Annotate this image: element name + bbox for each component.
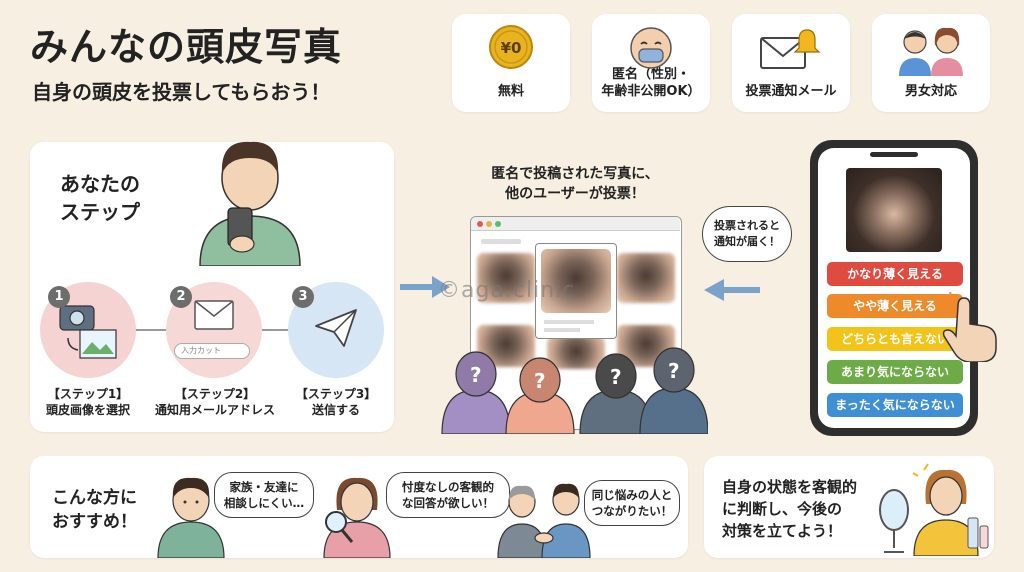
step-3-number: 3 [292, 286, 314, 308]
feature-card-free: ¥0 無料 [452, 14, 570, 112]
vote-option-somewhat-thin[interactable]: やや薄く見える [827, 294, 963, 318]
person-with-phone-illustration [199, 141, 301, 266]
selected-photo-card[interactable] [535, 243, 617, 339]
feature-label-gender: 男女対応 [904, 84, 957, 99]
worried-man-illustration [157, 477, 225, 558]
browser-titlebar [471, 217, 680, 231]
feature-card-anonymous: 匿名（性別・ 年齢非公開OK） [592, 14, 710, 112]
page-subtitle: 自身の頭皮を投票してもらおう！ [32, 80, 331, 104]
watermark-text: ©aga.clinic [438, 278, 576, 303]
step-1-number: 1 [48, 286, 70, 308]
placeholder-bar [481, 239, 521, 244]
speech-bubble-family: 家族・友達に 相談しにくい… [214, 472, 314, 518]
notify-speech-bubble: 投票されると 通知が届く！ [702, 206, 792, 262]
scalp-photo [846, 168, 942, 252]
closing-panel: 自身の状態を客観的 に判断し、今後の 対策を立てよう！ [704, 456, 994, 558]
camera-photo-icon [59, 305, 117, 359]
step-3-label: 【ステップ3】 送信する [295, 387, 377, 417]
email-input-mock[interactable]: 入力カット [174, 343, 250, 359]
scalp-thumb-3[interactable] [617, 253, 675, 303]
vote-option-not-at-all[interactable]: まったく気にならない [827, 393, 963, 417]
recommend-panel: こんな方に おすすめ！ 家族・友達に 相談しにくい… 忖度なしの客観的 な回答が… [30, 456, 688, 558]
man-woman-icon [899, 27, 963, 76]
placeholder-bar [544, 320, 594, 324]
masked-face-icon [630, 27, 672, 69]
feature-label-mail-notify: 投票通知メール [745, 84, 837, 99]
scalp-thumb-featured [541, 249, 611, 313]
center-caption: 匿名で投稿された写真に、 他のユーザーが投票！ [491, 166, 659, 202]
woman-with-magnifier-illustration [323, 477, 391, 558]
mail-icon [194, 300, 234, 330]
coin-text: ¥0 [501, 39, 522, 57]
step-1-circle[interactable] [40, 282, 136, 378]
vote-option-not-noticeable[interactable]: あまり気にならない [827, 360, 963, 384]
scalp-thumb-1[interactable] [477, 253, 535, 303]
window-maximize-dot [495, 221, 501, 227]
speech-bubble-connect: 同じ悩みの人と つながりたい！ [584, 480, 680, 526]
feature-label-free: 無料 [497, 84, 524, 99]
pointing-hand-icon [940, 292, 997, 362]
feature-card-gender: 男女対応 [872, 14, 990, 112]
vote-option-neutral[interactable]: どちらとも言えない [827, 327, 963, 351]
browser-window-mock [470, 216, 682, 430]
page-title: みんなの頭皮写真 [30, 25, 343, 69]
arrow-right-icon [400, 276, 450, 298]
feature-card-mail-notify: 投票通知メール [732, 14, 850, 112]
svg-text:?: ? [534, 369, 546, 393]
window-minimize-dot [486, 221, 492, 227]
phone-speaker [870, 152, 918, 157]
yen-coin-icon: ¥0 [489, 25, 533, 69]
svg-text:?: ? [470, 363, 482, 387]
svg-text:?: ? [610, 365, 622, 389]
window-close-dot [477, 221, 483, 227]
phone-frame [810, 140, 978, 436]
closing-text: 自身の状態を客観的 に判断し、今後の 対策を立てよう！ [722, 478, 858, 540]
steps-heading: あなたの ステップ [60, 172, 140, 224]
recommend-heading: こんな方に おすすめ！ [52, 488, 137, 532]
speech-bubble-objective: 忖度なしの客観的 な回答が欲しい！ [386, 472, 510, 518]
arrow-left-icon [704, 279, 760, 301]
voters-illustration: ? ? ? ? [441, 347, 708, 434]
step-2-number: 2 [170, 286, 192, 308]
mail-bell-icon [760, 29, 821, 69]
svg-text:?: ? [668, 359, 680, 383]
vote-option-very-thin[interactable]: かなり薄く見える [827, 262, 963, 286]
step-1-label: 【ステップ1】 頭皮画像を選択 [45, 387, 130, 417]
steps-panel: あなたの ステップ 1 【ステップ1】 頭皮画像を選択 入力カット 2 【ステッ… [30, 141, 394, 432]
woman-with-mirror-illustration [879, 463, 989, 556]
handshake-illustration [497, 483, 591, 558]
scalp-thumb-5[interactable] [547, 337, 605, 369]
feature-label-anonymous: 匿名（性別・ 年齢非公開OK） [601, 67, 701, 99]
step-2-label: 【ステップ2】 通知用メールアドレス [154, 387, 275, 417]
placeholder-bar [544, 328, 580, 332]
paper-plane-icon [315, 309, 357, 347]
